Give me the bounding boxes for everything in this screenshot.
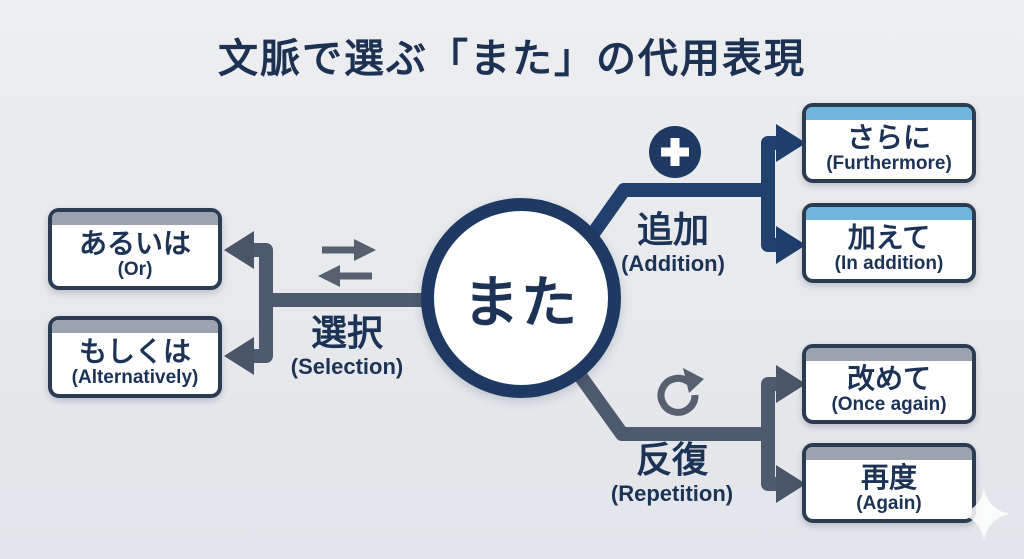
arrowhead-right-top-2 [776,226,806,264]
card-or-en: (Or) [117,258,153,280]
branch-label-selection: 選択 (Selection) [247,314,447,380]
repetition-label-en: (Repetition) [610,480,734,506]
card-in-addition: 加えて (In addition) [802,203,976,283]
branch-label-addition: 追加 (Addition) [573,211,773,277]
card-once-again: 改めて (Once again) [802,344,976,424]
arrowhead-right-bottom-1 [776,365,806,403]
card-alternatively-en: (Alternatively) [71,366,199,388]
arrowhead-left-bottom [224,337,254,375]
branch-label-repetition: 反復 (Repetition) [572,441,772,507]
card-in-addition-en: (In addition) [834,252,944,274]
card-in-addition-header-strip [806,207,972,220]
card-again-header-strip [806,447,972,460]
card-again: 再度 (Again) [802,443,976,523]
arrowhead-right-top-1 [776,124,806,162]
addition-label-jp: 追加 [636,209,709,250]
card-alternatively: もしくは (Alternatively) [48,316,222,398]
card-again-jp: 再度 [860,462,917,494]
card-furthermore-jp: さらに [846,122,931,154]
card-or-header-strip [52,212,218,225]
repetition-connector [560,351,806,503]
selection-label-en: (Selection) [290,353,404,379]
card-furthermore-en: (Furthermore) [826,152,952,174]
card-furthermore-header-strip [806,107,972,120]
selection-connector [224,231,445,375]
card-or: あるいは (Or) [48,208,222,290]
card-again-en: (Again) [856,492,922,514]
arrowhead-left-top [224,231,254,269]
arrowhead-right-bottom-2 [776,465,806,503]
selection-label-jp: 選択 [310,312,383,353]
refresh-icon [657,368,704,416]
card-alternatively-header-strip [52,320,218,333]
sparkle-icon [958,488,1010,540]
page-title: 文脈で選ぶ「また」の代用表現 [218,37,806,81]
card-alternatively-jp: もしくは [78,336,191,368]
repetition-label-jp: 反復 [635,439,708,480]
card-once-again-header-strip [806,348,972,361]
card-furthermore: さらに (Furthermore) [802,103,976,183]
swap-arrows-icon [318,239,376,287]
plus-icon [649,126,701,178]
card-once-again-en: (Once again) [831,393,947,415]
card-once-again-jp: 改めて [846,363,931,395]
addition-label-en: (Addition) [621,250,725,276]
card-in-addition-jp: 加えて [847,222,931,254]
card-or-jp: あるいは [78,228,191,260]
center-node-label: また [463,270,579,334]
